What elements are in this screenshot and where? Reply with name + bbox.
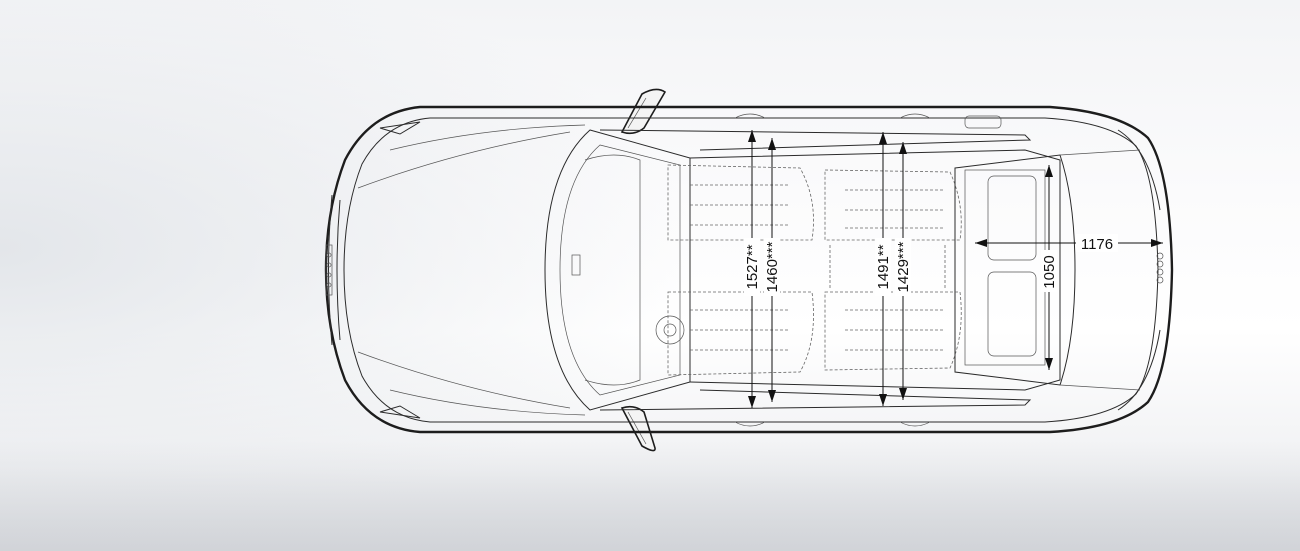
- dim-trunk-length-arrow-right: [1151, 239, 1163, 247]
- car-body-outline: [324, 105, 1174, 434]
- dim-trunk-width-arrow-bottom: [1045, 358, 1053, 370]
- dim-rear-elbow: 1429***: [895, 238, 912, 296]
- dim-label-trunk-width: 1050: [1041, 255, 1058, 288]
- dim-front-shoulder-arrow-top: [748, 130, 756, 142]
- rear-seat-top: [824, 169, 962, 241]
- front-seat-top: [667, 164, 814, 241]
- dim-label-rear-shoulder: 1491**: [875, 244, 892, 289]
- dim-label-rear-elbow: 1429***: [895, 241, 912, 292]
- dim-trunk-width: 1050: [1041, 250, 1058, 292]
- dim-front-shoulder: 1527**: [744, 238, 761, 296]
- dim-rear-shoulder-arrow-top: [879, 132, 887, 144]
- mirror-top: [620, 88, 667, 135]
- floor-shadow: [0, 441, 1300, 551]
- dim-rear-shoulder: 1491**: [875, 238, 892, 296]
- dim-label-front-elbow: 1460***: [764, 241, 781, 292]
- dim-front-shoulder-arrow-bottom: [748, 396, 756, 408]
- dim-rear-elbow-arrow-bottom: [899, 388, 907, 400]
- dim-label-trunk-length: 1176: [1081, 236, 1113, 253]
- dim-front-elbow: 1460***: [764, 238, 781, 296]
- dim-label-front-shoulder: 1527**: [744, 244, 761, 289]
- dim-trunk-width-arrow-top: [1045, 165, 1053, 177]
- mirror-bottom: [620, 405, 656, 452]
- rear-seat-bottom: [824, 291, 962, 371]
- front-seat-bottom: [667, 291, 814, 376]
- dim-rear-shoulder-arrow-bottom: [879, 394, 887, 406]
- dim-trunk-length-arrow-left: [975, 239, 987, 247]
- dim-front-elbow-arrow-bottom: [768, 390, 776, 402]
- dim-front-elbow-arrow-top: [768, 138, 776, 150]
- dim-trunk-length: 1176: [1076, 234, 1118, 253]
- dim-rear-elbow-arrow-top: [899, 142, 907, 154]
